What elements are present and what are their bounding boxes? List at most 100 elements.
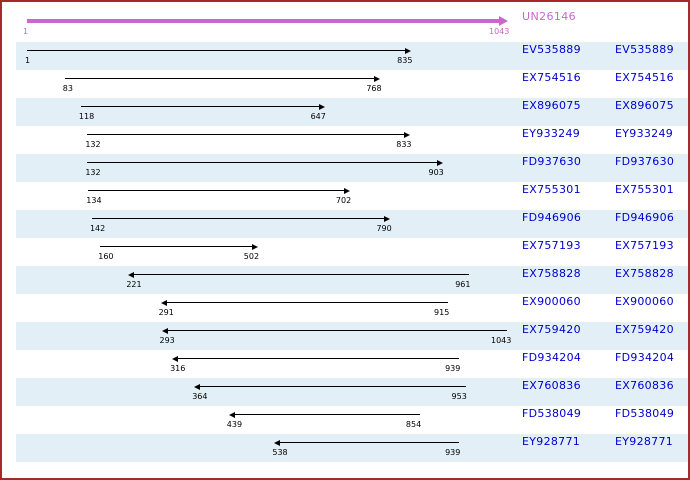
hit-row-band[interactable] bbox=[16, 378, 688, 406]
hit-start-coord: 132 bbox=[85, 168, 101, 177]
hit-accession-link[interactable]: FD538049 bbox=[522, 407, 582, 420]
query-bar-arrowhead-icon bbox=[499, 16, 508, 26]
hit-line[interactable] bbox=[234, 414, 420, 415]
hit-accession-link[interactable]: EV535889 bbox=[522, 43, 581, 56]
hit-end-coord: 833 bbox=[396, 140, 412, 149]
hit-end-coord: 953 bbox=[451, 392, 467, 401]
hit-row-band[interactable] bbox=[16, 434, 688, 462]
hit-start-coord: 160 bbox=[98, 252, 114, 261]
hit-end-coord: 647 bbox=[310, 112, 326, 121]
hit-line[interactable] bbox=[100, 246, 252, 247]
hit-arrowhead-left-icon bbox=[194, 383, 201, 390]
hit-line[interactable] bbox=[178, 358, 460, 359]
hit-arrowhead-left-icon bbox=[128, 271, 135, 278]
hit-start-coord: 364 bbox=[192, 392, 208, 401]
hit-accession-link[interactable]: EX758828 bbox=[522, 267, 581, 280]
hit-accession-link[interactable]: EX754516 bbox=[522, 71, 581, 84]
hit-start-coord: 538 bbox=[272, 448, 288, 457]
hit-line[interactable] bbox=[167, 330, 507, 331]
hit-arrowhead-right-icon bbox=[384, 215, 391, 222]
hit-description: EX758828 bbox=[615, 267, 674, 280]
hit-arrowhead-left-icon bbox=[228, 411, 235, 418]
hit-row-band[interactable] bbox=[16, 238, 688, 266]
hit-row-band[interactable] bbox=[16, 154, 688, 182]
hit-arrowhead-right-icon bbox=[251, 243, 258, 250]
hit-line[interactable] bbox=[134, 274, 470, 275]
hit-row-band[interactable] bbox=[16, 350, 688, 378]
hit-accession-link[interactable]: EX759420 bbox=[522, 323, 581, 336]
query-bar[interactable] bbox=[27, 19, 500, 23]
hit-row-band[interactable] bbox=[16, 42, 688, 70]
query-label: UN26146 bbox=[522, 10, 577, 23]
hit-accession-link[interactable]: EX900060 bbox=[522, 295, 581, 308]
hit-description: EX755301 bbox=[615, 183, 674, 196]
hit-description: FD934204 bbox=[615, 351, 675, 364]
hit-start-coord: 118 bbox=[78, 112, 95, 121]
hit-line[interactable] bbox=[91, 218, 385, 219]
query-end-coord: 1043 bbox=[489, 27, 510, 36]
hit-arrowhead-right-icon bbox=[405, 47, 412, 54]
hit-arrowhead-left-icon bbox=[274, 439, 281, 446]
hit-arrowhead-left-icon bbox=[172, 355, 179, 362]
hit-line[interactable] bbox=[88, 190, 344, 191]
hit-start-coord: 134 bbox=[86, 196, 102, 205]
hit-end-coord: 790 bbox=[376, 224, 392, 233]
hit-row-band[interactable] bbox=[16, 266, 688, 294]
hit-line[interactable] bbox=[64, 78, 375, 79]
hit-line[interactable] bbox=[80, 106, 319, 107]
hit-row-band[interactable] bbox=[16, 322, 688, 350]
hit-start-coord: 291 bbox=[158, 308, 174, 317]
hit-start-coord: 221 bbox=[126, 280, 142, 289]
hit-row-band[interactable] bbox=[16, 70, 688, 98]
hit-description: EX760836 bbox=[615, 379, 674, 392]
hit-line[interactable] bbox=[87, 162, 437, 163]
hit-row-band[interactable] bbox=[16, 98, 688, 126]
hit-description: EX896075 bbox=[615, 99, 674, 112]
hit-description: EX900060 bbox=[615, 295, 674, 308]
hit-description: EX754516 bbox=[615, 71, 674, 84]
hit-row-band[interactable] bbox=[16, 182, 688, 210]
hit-end-coord: 961 bbox=[455, 280, 471, 289]
hit-end-coord: 502 bbox=[243, 252, 260, 261]
hit-accession-link[interactable]: EX896075 bbox=[522, 99, 581, 112]
hit-accession-link[interactable]: EY928771 bbox=[522, 435, 581, 448]
query-start-coord: 1 bbox=[23, 27, 29, 36]
hit-line[interactable] bbox=[27, 50, 406, 51]
hit-end-coord: 835 bbox=[397, 56, 413, 65]
hit-start-coord: 1 bbox=[25, 56, 31, 65]
hit-description: EX757193 bbox=[615, 239, 674, 252]
hit-end-coord: 1043 bbox=[491, 336, 512, 345]
hit-start-coord: 293 bbox=[159, 336, 175, 345]
hit-accession-link[interactable]: FD934204 bbox=[522, 351, 582, 364]
hit-description: EY928771 bbox=[615, 435, 674, 448]
hit-description: EY933249 bbox=[615, 127, 674, 140]
hit-line[interactable] bbox=[200, 386, 466, 387]
hit-arrowhead-right-icon bbox=[374, 75, 381, 82]
hit-line[interactable] bbox=[87, 134, 405, 135]
hit-accession-link[interactable]: FD937630 bbox=[522, 155, 582, 168]
hit-description: EV535889 bbox=[615, 43, 674, 56]
hit-start-coord: 142 bbox=[89, 224, 106, 233]
hit-accession-link[interactable]: EY933249 bbox=[522, 127, 581, 140]
hit-accession-link[interactable]: EX757193 bbox=[522, 239, 581, 252]
hit-end-coord: 854 bbox=[405, 420, 422, 429]
hit-line[interactable] bbox=[166, 302, 449, 303]
hit-line[interactable] bbox=[280, 442, 460, 443]
hit-end-coord: 702 bbox=[335, 196, 352, 205]
hit-arrowhead-left-icon bbox=[160, 299, 167, 306]
hit-accession-link[interactable]: EX755301 bbox=[522, 183, 581, 196]
hit-row-band[interactable] bbox=[16, 126, 688, 154]
hit-arrowhead-right-icon bbox=[404, 131, 411, 138]
hit-row-band[interactable] bbox=[16, 294, 688, 322]
hit-accession-link[interactable]: FD946906 bbox=[522, 211, 582, 224]
hit-description: FD538049 bbox=[615, 407, 675, 420]
hit-description: EX759420 bbox=[615, 323, 674, 336]
hit-arrowhead-right-icon bbox=[436, 159, 443, 166]
hit-description: FD937630 bbox=[615, 155, 675, 168]
hit-arrowhead-right-icon bbox=[318, 103, 325, 110]
hit-accession-link[interactable]: EX760836 bbox=[522, 379, 581, 392]
hit-row-band[interactable] bbox=[16, 210, 688, 238]
hit-row-band[interactable] bbox=[16, 406, 688, 434]
